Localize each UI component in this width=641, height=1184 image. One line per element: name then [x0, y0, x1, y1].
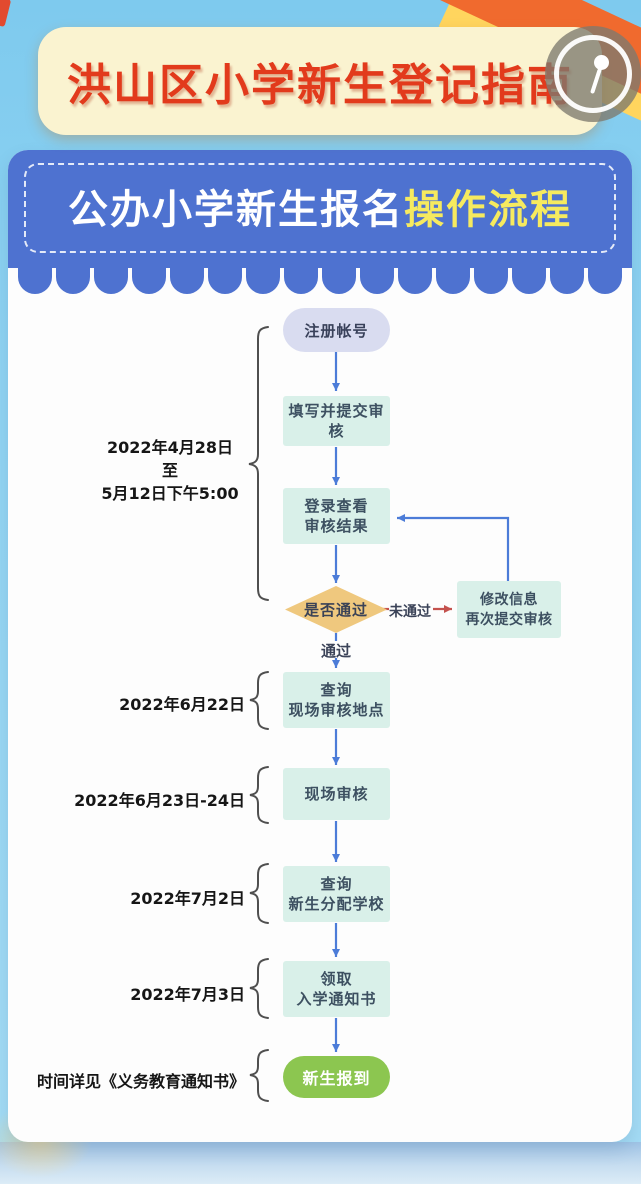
node-label: 现场审核 [304, 785, 369, 803]
node-login-view-result: 登录查看 审核结果 [283, 488, 390, 544]
node-modify-resubmit: 修改信息 再次提交审核 [457, 581, 561, 638]
corner-sliver-red [0, 0, 12, 28]
logo-ring [554, 35, 632, 113]
node-label: 查询 [320, 681, 353, 699]
annotation-notice-date: 2022年7月3日 [130, 985, 245, 1004]
logo-pin-head [594, 55, 609, 70]
label-not-passed: 未通过 [389, 604, 431, 620]
node-label: 领取 [320, 970, 353, 988]
node-fill-and-submit: 填写并提交审核 [283, 396, 390, 446]
annotation-registration-period: 2022年4月28日 至 5月12日下午5:00 [90, 436, 250, 505]
section-title-accent: 操作流程 [404, 187, 572, 233]
pin-watermark-icon [545, 26, 641, 122]
node-label: 新生报到 [302, 1069, 371, 1088]
node-label: 审核结果 [304, 517, 369, 535]
annotation-report-date: 时间详见《义务教育通知书》 [36, 1072, 245, 1091]
node-query-review-site: 查询 现场审核地点 [283, 672, 390, 728]
node-label: 入学通知书 [296, 990, 377, 1008]
annotation-query-site-date: 2022年6月22日 [119, 695, 245, 714]
node-query-assigned-school: 查询 新生分配学校 [283, 866, 390, 922]
node-label: 是否通过 [303, 601, 368, 619]
top-banner: 洪山区小学新生登记指南 [38, 27, 602, 135]
annotation-onsite-date: 2022年6月23日-24日 [74, 791, 245, 810]
node-label: 现场审核地点 [288, 701, 385, 719]
node-label: 填写并提交审核 [288, 402, 385, 440]
node-label: 登录查看 [304, 497, 369, 515]
node-onsite-review: 现场审核 [283, 768, 390, 820]
node-label: 注册帐号 [304, 321, 369, 340]
node-register-account: 注册帐号 [283, 308, 390, 352]
annotation-query-school-date: 2022年7月2日 [130, 889, 245, 908]
section-title-main: 公办小学新生报名 [68, 187, 404, 233]
header-dashed-border [24, 163, 616, 253]
node-label: 查询 [320, 875, 353, 893]
node-get-admission-notice: 领取 入学通知书 [283, 961, 390, 1017]
node-label: 再次提交审核 [465, 611, 553, 628]
scallop-edge [8, 266, 632, 294]
node-label: 修改信息 [480, 591, 538, 608]
section-header: 公办小学新生报名操作流程 [8, 150, 632, 268]
label-passed: 通过 [321, 642, 352, 660]
annotation-line: 至 [161, 461, 178, 480]
node-student-report: 新生报到 [283, 1056, 390, 1098]
section-title: 公办小学新生报名操作流程 [8, 150, 632, 262]
annotation-line: 5月12日下午5:00 [101, 484, 239, 503]
node-label: 新生分配学校 [288, 895, 385, 913]
banner-title: 洪山区小学新生登记指南 [67, 60, 573, 111]
annotation-line: 2022年4月28日 [107, 438, 233, 457]
